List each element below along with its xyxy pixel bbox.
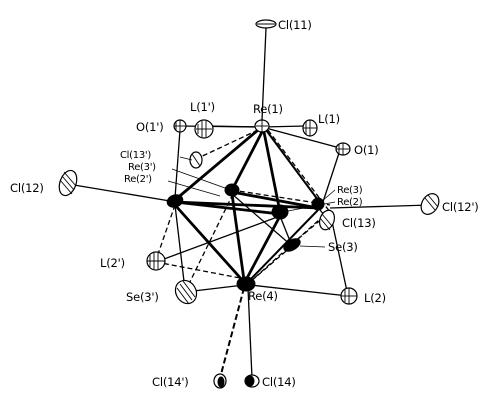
- label-l1p: L(1'): [190, 100, 215, 114]
- label-pointers: [167, 156, 336, 248]
- atom-re4: [236, 276, 256, 292]
- atom-l2: [340, 287, 358, 305]
- label-re3p: Re(3'): [128, 162, 156, 173]
- label-cl14p: Cl(14'): [152, 375, 189, 389]
- atom-o1: [335, 142, 351, 156]
- atom-cl12p: [420, 193, 440, 215]
- atom-re2p: [166, 194, 184, 208]
- label-cl12p: Cl(12'): [442, 200, 479, 214]
- atom-re3p: [224, 183, 240, 197]
- atom-se3: [283, 238, 301, 252]
- label-re2: Re(2): [337, 197, 363, 208]
- atom-labels: Cl(11) Re(1) L(1') L(1) O(1') O(1) Cl(13…: [10, 18, 479, 389]
- label-se3: Se(3): [328, 240, 358, 254]
- label-cl14: Cl(14): [262, 375, 296, 389]
- atom-cl13p: [189, 151, 203, 169]
- atom-cl11: [255, 19, 277, 29]
- label-cl13p: Cl(13'): [120, 150, 151, 161]
- label-re3: Re(3): [337, 185, 363, 196]
- label-l2p: L(2'): [100, 256, 125, 270]
- atom-l1p: [194, 119, 214, 139]
- label-re4: Re(4): [248, 289, 278, 303]
- atom-cl14: [244, 374, 260, 388]
- label-cl11: Cl(11): [278, 18, 312, 32]
- atom-cl13: [318, 209, 336, 231]
- atom-cl14p: [213, 373, 227, 389]
- label-re2p: Re(2'): [124, 174, 152, 185]
- label-se3p: Se(3'): [126, 290, 159, 304]
- label-cl13: Cl(13): [342, 216, 376, 230]
- atom-re3: [311, 197, 325, 211]
- label-re1: Re(1): [253, 102, 283, 116]
- atom-l2p: [146, 251, 166, 271]
- label-cl12: Cl(12): [10, 181, 44, 195]
- bonds: [67, 27, 431, 379]
- atom-re2: [271, 204, 289, 220]
- atom-cl12: [58, 169, 78, 197]
- atom-re1: [254, 119, 270, 133]
- label-l1: L(1): [318, 112, 340, 126]
- label-o1p: O(1'): [136, 120, 164, 134]
- atom-o1p: [173, 119, 187, 133]
- atom-se3p: [174, 279, 198, 305]
- atoms: [58, 19, 440, 389]
- atom-l1: [302, 119, 318, 137]
- label-o1: O(1): [354, 143, 379, 157]
- label-l2: L(2): [364, 291, 386, 305]
